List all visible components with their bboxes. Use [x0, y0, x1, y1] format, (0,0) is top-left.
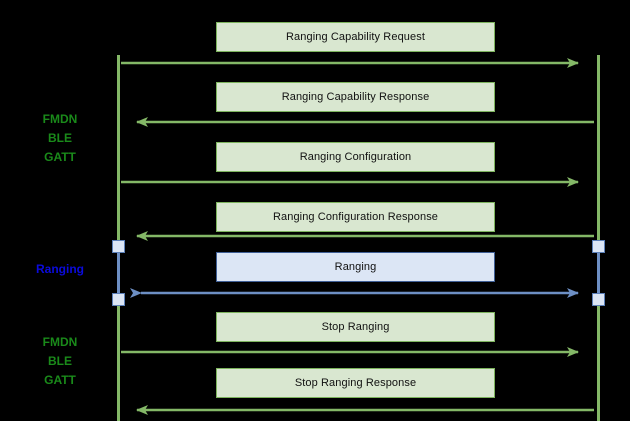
message-label: Ranging Capability Response	[281, 91, 430, 103]
right-lifeline	[597, 55, 600, 421]
activation-node-right-end	[592, 293, 605, 306]
message-box-ranging[interactable]: Ranging	[216, 252, 495, 282]
message-box-ranging-capability-request[interactable]: Ranging Capability Request	[216, 22, 495, 52]
message-label: Stop Ranging Response	[294, 377, 417, 389]
message-box-stop-ranging-response[interactable]: Stop Ranging Response	[216, 368, 495, 398]
message-label: Ranging	[334, 261, 377, 273]
activation-bar-right	[597, 246, 600, 300]
message-box-ranging-configuration[interactable]: Ranging Configuration	[216, 142, 495, 172]
left-lifeline	[117, 55, 120, 421]
message-label: Ranging Configuration Response	[272, 211, 439, 223]
phase-label-fmdn-ble-gatt-lower: FMDN BLE GATT	[42, 335, 78, 387]
message-label: Ranging Configuration	[299, 151, 412, 163]
message-box-stop-ranging[interactable]: Stop Ranging	[216, 312, 495, 342]
message-box-ranging-configuration-response[interactable]: Ranging Configuration Response	[216, 202, 495, 232]
activation-node-left-start	[112, 240, 125, 253]
message-label: Ranging Capability Request	[286, 31, 425, 43]
activation-bar-left	[117, 246, 120, 300]
phase-label-fmdn-ble-gatt-upper: FMDN BLE GATT	[42, 112, 78, 164]
activation-node-right-start	[592, 240, 605, 253]
activation-node-left-end	[112, 293, 125, 306]
phase-label-ranging: Ranging	[36, 262, 84, 276]
message-label: Stop Ranging	[321, 321, 390, 333]
message-box-ranging-capability-response[interactable]: Ranging Capability Response	[216, 82, 495, 112]
